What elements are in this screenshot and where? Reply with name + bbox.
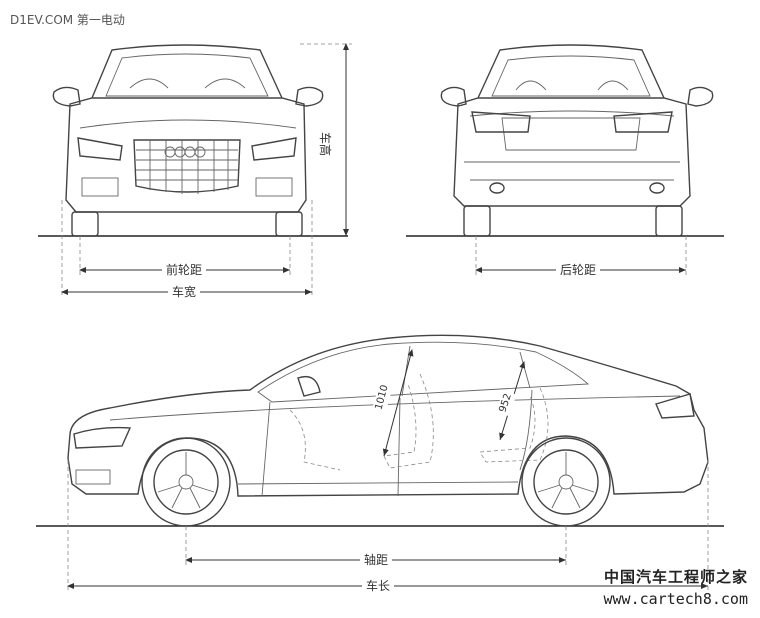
front-left-mirror bbox=[52, 86, 81, 107]
front-right-fog-light bbox=[255, 177, 293, 197]
rear-right-exhaust bbox=[649, 182, 665, 194]
front-right-tire bbox=[275, 211, 303, 237]
side-body bbox=[67, 334, 709, 497]
side-headlight bbox=[73, 426, 132, 449]
height-label: 车高 bbox=[318, 128, 332, 161]
wheelbase-label: 轴距 bbox=[360, 553, 393, 567]
rear-roof bbox=[477, 44, 665, 99]
front-left-headlight bbox=[77, 137, 123, 161]
side-fog-light bbox=[75, 469, 111, 485]
audi-rings-logo bbox=[164, 146, 206, 158]
side-mirror bbox=[297, 375, 321, 397]
rear-body bbox=[453, 97, 691, 207]
front-roof bbox=[91, 44, 283, 99]
rear-trunk-lid bbox=[501, 117, 641, 151]
side-view bbox=[36, 334, 724, 592]
steering-wheel-outline bbox=[289, 409, 341, 471]
front-headroom-dimension bbox=[382, 349, 414, 457]
side-taillight bbox=[655, 393, 695, 419]
front-grille bbox=[133, 139, 241, 193]
front-seat-outline bbox=[383, 373, 434, 469]
front-right-headlight bbox=[251, 137, 297, 161]
front-right-mirror bbox=[295, 86, 324, 107]
front-windshield bbox=[105, 53, 269, 97]
rear-seat-outline bbox=[479, 387, 549, 463]
rear-track-label: 后轮距 bbox=[556, 263, 601, 277]
rear-right-tire bbox=[655, 205, 683, 237]
top-watermark: D1EV.COM 第一电动 bbox=[10, 13, 125, 27]
width-label: 车宽 bbox=[168, 285, 201, 299]
front-left-fog-light bbox=[81, 177, 119, 197]
front-track-label: 前轮距 bbox=[162, 263, 207, 277]
rear-right-taillight bbox=[613, 111, 673, 133]
side-front-wheel bbox=[141, 437, 231, 527]
front-view bbox=[38, 43, 352, 298]
rear-view bbox=[406, 44, 724, 276]
rear-left-exhaust bbox=[489, 182, 505, 194]
front-body bbox=[65, 97, 307, 213]
side-rear-wheel bbox=[521, 437, 611, 527]
bottom-watermark-url: www.cartech8.com bbox=[603, 590, 749, 608]
bottom-watermark-cn: 中国汽车工程师之家 bbox=[603, 568, 748, 586]
rear-left-mirror bbox=[440, 86, 467, 107]
length-label: 车长 bbox=[362, 579, 395, 593]
rear-right-mirror bbox=[687, 86, 714, 107]
rear-left-tire bbox=[463, 205, 491, 237]
rear-window bbox=[491, 55, 651, 97]
front-left-tire bbox=[71, 211, 99, 237]
rear-left-taillight bbox=[471, 111, 531, 133]
side-windows bbox=[257, 341, 590, 403]
